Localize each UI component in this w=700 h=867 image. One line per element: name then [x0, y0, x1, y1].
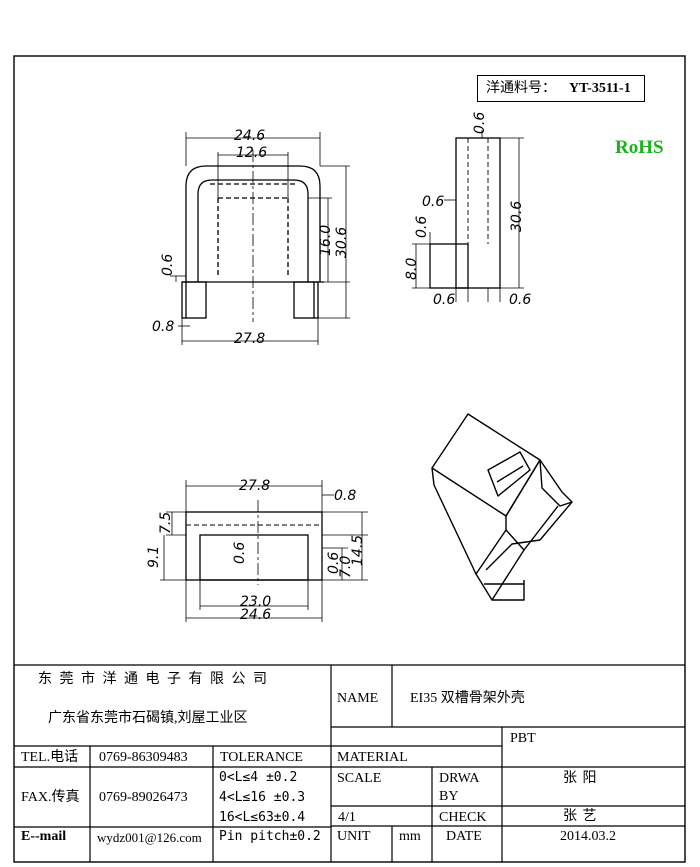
dim-plan-top: 27.8 [239, 478, 271, 494]
dim-plan-right1: 0.8 [334, 488, 357, 504]
fax-value: 0769-89026473 [99, 790, 188, 805]
dim-plan-b1: 23.0 [240, 594, 272, 610]
scale-value: 4/1 [338, 810, 356, 825]
name-label: NAME [337, 691, 379, 706]
part-number-label: 洋通料号： [486, 81, 556, 96]
dim-side-b1: 0.6 [433, 292, 456, 308]
dim-plan-left2: 9.1 [146, 545, 162, 568]
drawn-label: DRWA [439, 771, 480, 786]
dim-plan-b2: 24.6 [240, 607, 272, 623]
dim-front-top-outer: 24.6 [234, 128, 266, 144]
scale-label: SCALE [337, 771, 382, 786]
pin-pitch: Pin pitch±0.2 [219, 829, 321, 844]
drawn-by-value: 张 阳 [563, 771, 598, 786]
dim-side-left1: 0.6 [422, 194, 445, 210]
isometric-view [431, 413, 573, 601]
dim-plan-r4: 14.5 [350, 534, 366, 566]
dim-side-left2: 0.6 [414, 215, 430, 238]
tolerance-row-1: 0<L≤4 ±0.2 [219, 770, 298, 785]
dim-front-bottom: 27.8 [234, 331, 266, 347]
email-label: E--mail [21, 829, 67, 844]
plan-view [160, 480, 368, 622]
tolerance-row-2: 4<L≤16 ±0.3 [219, 790, 306, 805]
date-label: DATE [446, 829, 482, 844]
company-address: 广东省东莞市石碣镇,刘屋工业区 [48, 711, 248, 726]
tolerance-label: TOLERANCE [220, 750, 303, 765]
tolerance-row-3: 16<L≤63±0.4 [219, 810, 306, 825]
rohs-mark: RoHS [615, 137, 664, 158]
dim-front-wall: 0.6 [160, 253, 176, 276]
tel-value: 0769-86309483 [99, 750, 188, 765]
material-value: PBT [510, 731, 536, 746]
dim-front-h16: 16.0 [318, 224, 334, 256]
dim-front-pin: 0.8 [152, 319, 175, 335]
check-label: CHECK [439, 810, 487, 825]
dim-side-b2: 0.6 [509, 292, 532, 308]
part-number: YT-3511-1 [569, 81, 631, 96]
dim-side-h30: 30.6 [509, 200, 525, 232]
fax-label: FAX.传真 [21, 790, 80, 805]
dim-plan-left1: 7.5 [158, 511, 174, 534]
sheet-border [13, 55, 686, 863]
name-value: EI35 双槽骨架外壳 [410, 691, 525, 706]
tel-label: TEL.电话 [21, 750, 79, 765]
dim-front-h30: 30.6 [334, 226, 350, 258]
date-value: 2014.03.2 [560, 829, 616, 844]
dim-side-top: 0.6 [472, 111, 488, 134]
material-label: MATERIAL [337, 750, 408, 765]
side-view [412, 130, 524, 302]
dim-front-top-inner: 12.6 [236, 145, 268, 161]
dim-plan-center: 0.6 [232, 541, 248, 564]
unit-value: mm [399, 829, 421, 844]
unit-label: UNIT [337, 829, 371, 844]
title-block-grid [14, 664, 685, 862]
check-value: 张 艺 [563, 809, 598, 824]
email-value: wydz001@126.com [97, 830, 202, 845]
dim-side-h8: 8.0 [404, 257, 420, 280]
part-number-box: 洋通料号： YT-3511-1 [477, 75, 645, 102]
company-name: 东 莞 市 洋 通 电 子 有 限 公 司 [38, 672, 269, 687]
drawn-label-2: BY [439, 789, 459, 804]
front-view [170, 132, 350, 345]
